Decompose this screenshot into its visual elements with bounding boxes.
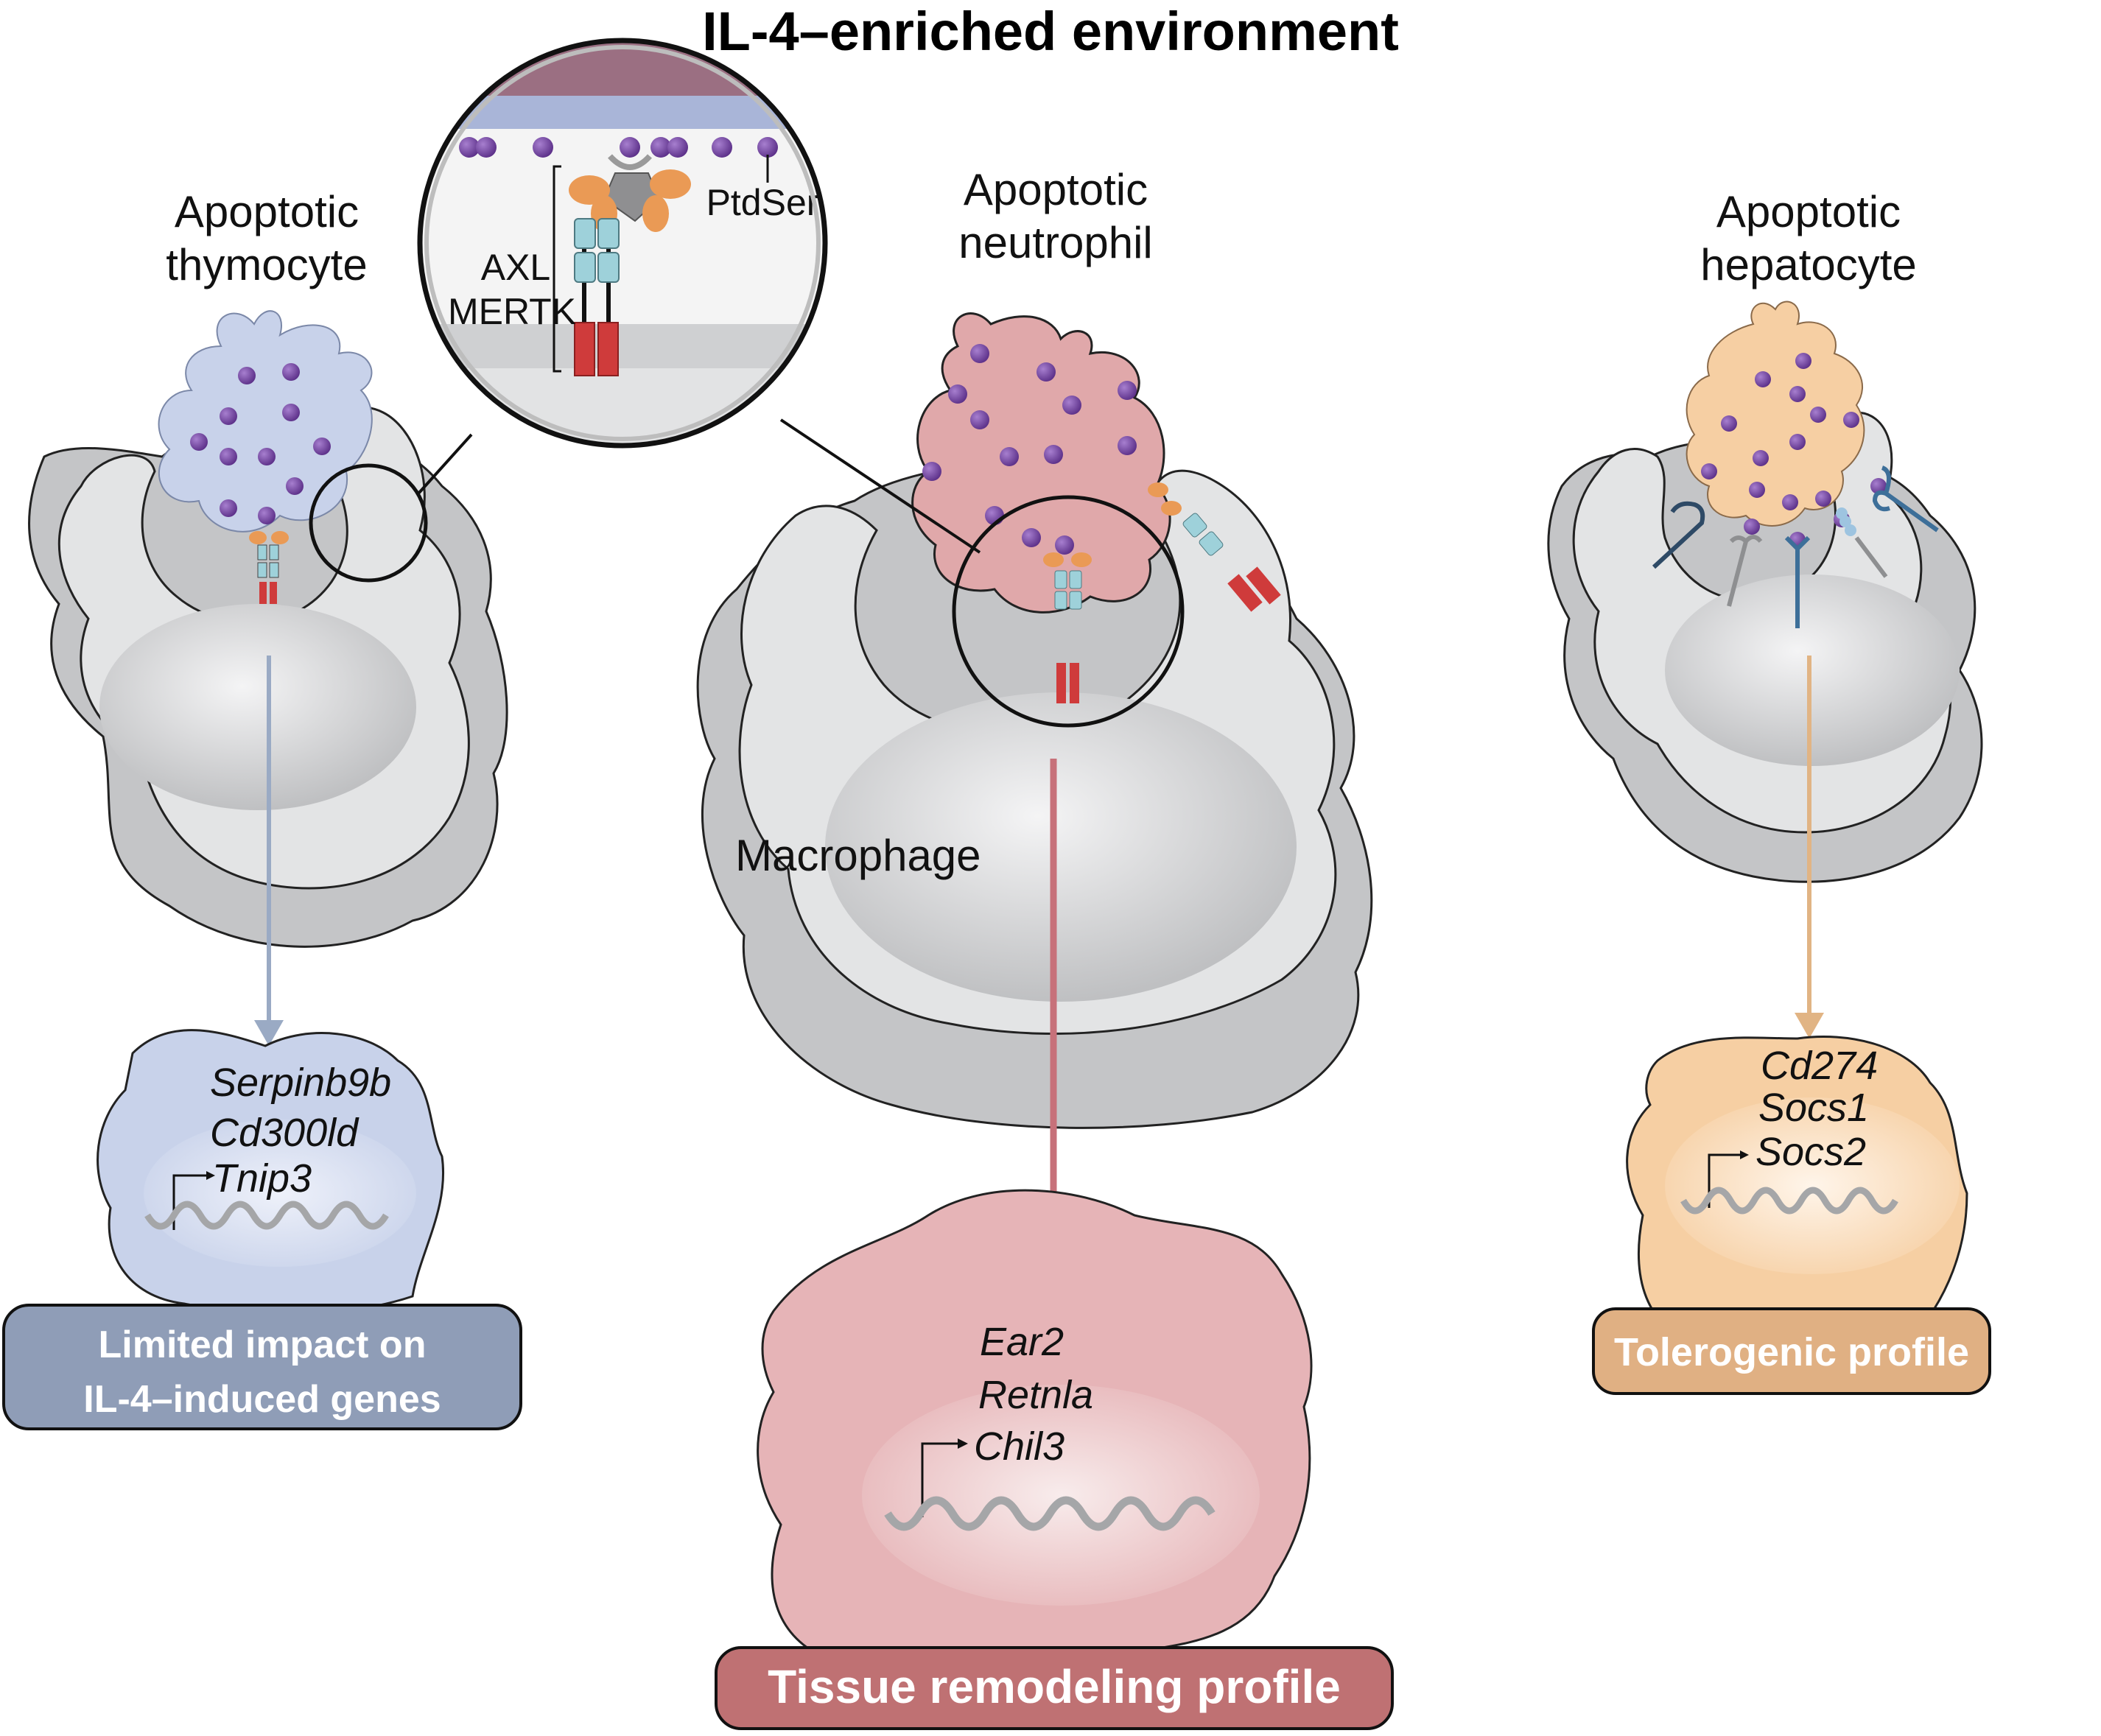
dna-helix-left (144, 1201, 389, 1230)
outcome-neutrophil: Tissue remodeling profile (768, 1660, 1341, 1713)
axl-mertk-receptor-neutrophil-side (1148, 482, 1281, 612)
cell-label-neutrophil-line1: Apoptotic (964, 165, 1148, 214)
outcome-box-thymocyte (2, 1304, 522, 1430)
gene-chil3: Chil3 (974, 1424, 1064, 1469)
outcome-box-neutrophil (715, 1646, 1394, 1730)
dna-helix-center (884, 1496, 1216, 1531)
ptdser-dots-inset (459, 137, 778, 158)
nucleus-neutrophil-outcome (862, 1385, 1260, 1606)
cell-label-thymocyte-line1: Apoptotic (175, 187, 359, 236)
macrophage-nucleus (99, 604, 416, 810)
gene-cd274: Cd274 (1761, 1044, 1878, 1088)
gene-retnla: Retnla (978, 1373, 1093, 1417)
nucleus-thymocyte-outcome (144, 1120, 416, 1267)
ptdser-dots-thymocyte (190, 363, 331, 524)
outcome-hepatocyte: Tolerogenic profile (1614, 1330, 1969, 1374)
label-ptdser: PtdSer (706, 182, 819, 223)
arrowhead-thymocyte (254, 1020, 284, 1046)
cell-label-hepatocyte-line2: hepatocyte (1700, 240, 1917, 289)
apoptotic-hepatocyte-cell (1686, 301, 1865, 527)
zoom-connector-right (779, 418, 981, 554)
panel-neutrophil: Apoptotic neutrophil Macrophage Ear2 Ret… (696, 165, 1394, 1730)
figure-title: IL-4–enriched environment (702, 1, 1399, 62)
inset-magnifier-rim (417, 38, 828, 449)
gene-ear2: Ear2 (980, 1320, 1064, 1364)
gene-socs1: Socs1 (1758, 1086, 1869, 1130)
arrowhead-hepatocyte (1795, 1013, 1824, 1039)
apoptotic-neutrophil-cell (911, 312, 1171, 614)
zoom-connector-left (417, 433, 473, 495)
axl-mertk-receptor-thymocyte (249, 531, 289, 604)
outcome-box-hepatocyte (1592, 1307, 1991, 1395)
gene-cd300ld: Cd300ld (210, 1111, 359, 1155)
receptor-bracket (553, 165, 561, 373)
panel-thymocyte: Apoptotic thymocyte Serpinb9b Cd300ld Tn… (2, 187, 522, 1430)
cell-label-hepatocyte-line1: Apoptotic (1716, 187, 1901, 236)
scavenger-receptors-hepatocyte (1652, 465, 1939, 628)
axl-mertk-receptor-neutrophil (1043, 552, 1092, 703)
gene-tnip3: Tnip3 (212, 1156, 312, 1201)
macrophage-nucleus-center (825, 692, 1297, 1002)
dna-helix-right (1680, 1187, 1898, 1215)
zoom-circle-neutrophil (952, 495, 1185, 728)
apoptotic-thymocyte-cell (158, 310, 373, 533)
receptor-inset: AXL MERTK PtdSer (417, 38, 828, 449)
outcome-thymocyte-line2: IL-4–induced genes (83, 1378, 441, 1421)
macrophage-label: Macrophage (735, 831, 981, 880)
macrophage-center (696, 460, 1373, 1129)
axl-mertk-receptor-inset (569, 154, 691, 376)
ptdser-dots-neutrophil (922, 344, 1137, 555)
macrophage-right (1547, 411, 1983, 883)
gene-serpinb9b: Serpinb9b (210, 1061, 391, 1105)
zoom-circle-thymocyte (309, 463, 428, 583)
transcription-arrow-right (1708, 1153, 1740, 1208)
label-mertk: MERTK (448, 291, 576, 332)
transcription-arrow-center (921, 1442, 958, 1517)
cell-label-neutrophil-line2: neutrophil (958, 218, 1153, 267)
ptdser-dots-hepatocyte (1701, 353, 1887, 548)
macrophage-nucleus-right (1665, 574, 1960, 766)
gene-socs2: Socs2 (1755, 1130, 1866, 1174)
nucleus-hepatocyte-outcome (1665, 1097, 1960, 1274)
label-axl: AXL (481, 247, 551, 288)
cell-label-thymocyte-line2: thymocyte (166, 240, 367, 289)
panel-hepatocyte: Apoptotic hepatocyte Cd274 Socs1 Socs2 T… (1547, 187, 1991, 1395)
outcome-thymocyte-line1: Limited impact on (99, 1324, 427, 1366)
